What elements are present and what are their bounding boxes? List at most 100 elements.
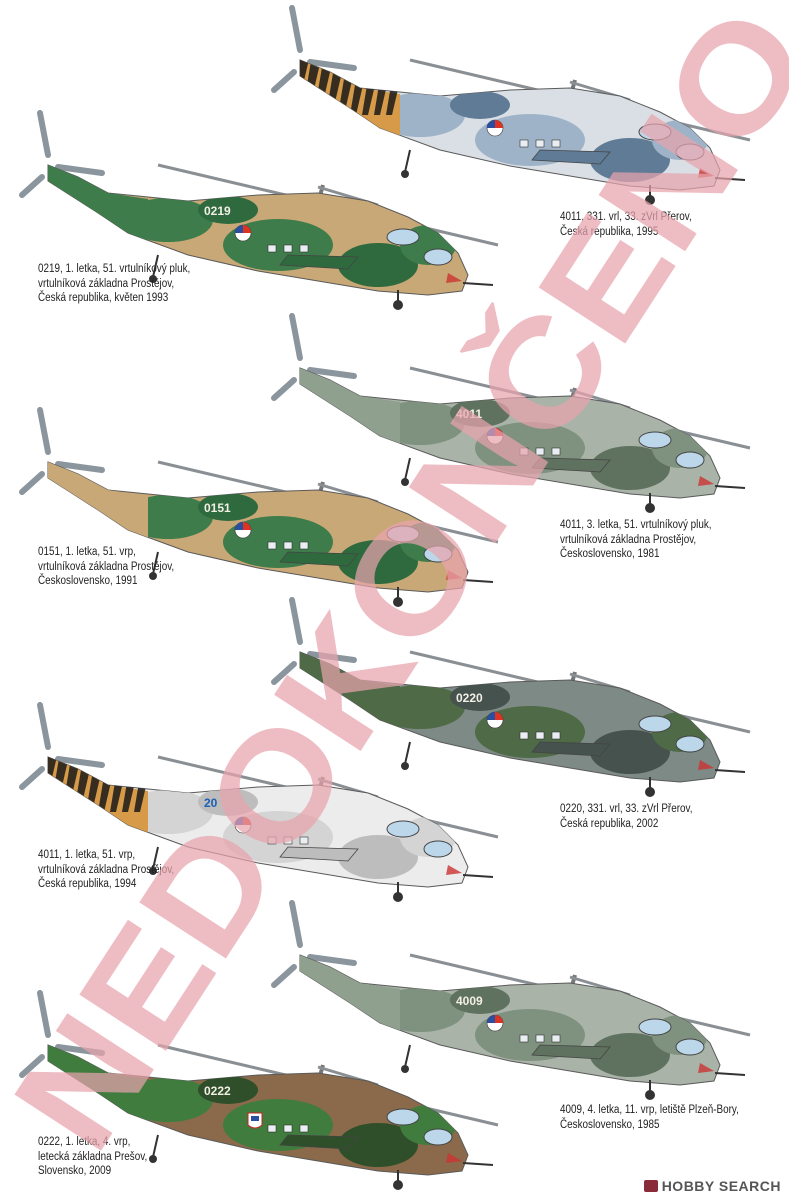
- stub-wing: [279, 1134, 359, 1150]
- nose-probe: [714, 769, 746, 773]
- wheel: [645, 503, 655, 513]
- tiger-stripe: [300, 60, 310, 115]
- profile-caption-4: 0151, 1. letka, 51. vrp, vrtulníková zák…: [38, 546, 175, 587]
- nose-probe: [462, 874, 494, 878]
- tail-rotor-blade: [289, 900, 303, 948]
- cabin-window: [299, 1124, 309, 1133]
- canopy: [638, 1018, 672, 1036]
- wheel: [401, 170, 409, 178]
- tail-rotor-blade: [307, 651, 357, 663]
- nose-art: [446, 273, 462, 283]
- aircraft-serial: 20: [204, 796, 218, 810]
- camo-patch: [450, 399, 510, 427]
- camo-patch: [590, 446, 670, 490]
- landing-gear: [404, 741, 411, 765]
- cabin-window: [283, 1124, 293, 1133]
- cabin-window: [519, 447, 529, 456]
- profile-caption-5: 0220, 331. vrl, 33. zVrl Přerov, Česká r…: [560, 803, 693, 830]
- tail-rotor-blade: [37, 407, 51, 455]
- helicopter-profile-8: 0222: [19, 990, 499, 1190]
- helicopter-profile-6: 20: [19, 702, 499, 902]
- national-insignia: [486, 427, 504, 445]
- cabin-window: [551, 139, 561, 148]
- wheel: [645, 1090, 655, 1100]
- camo-patch: [198, 788, 258, 816]
- cabin-window: [283, 541, 293, 550]
- tail-rotor-blade: [19, 471, 45, 495]
- wheel: [401, 478, 409, 486]
- tail-boom-paint: [48, 462, 148, 542]
- tail-rotor-blade: [307, 954, 357, 966]
- camo-patch: [450, 683, 510, 711]
- nose-art: [446, 570, 462, 580]
- nose-art: [698, 760, 714, 770]
- national-insignia: [234, 816, 252, 834]
- stub-wing: [531, 741, 611, 757]
- profile-caption-2: 0219, 1. letka, 51. vrtulníkový pluk, vr…: [38, 263, 191, 304]
- logo-text: HOBBY SEARCH: [661, 1178, 781, 1194]
- national-insignia: [234, 521, 252, 539]
- cabin-window: [519, 1034, 529, 1043]
- nose-art: [698, 1063, 714, 1073]
- stub-wing: [279, 846, 359, 862]
- tiger-stripe: [48, 757, 58, 812]
- cabin-window: [299, 541, 309, 550]
- cabin-window: [535, 447, 545, 456]
- tail-rotor-blade: [271, 661, 297, 685]
- wheel: [149, 572, 157, 580]
- camo-patch: [450, 91, 510, 119]
- helicopter-profile-4: 0151: [19, 407, 499, 607]
- canopy: [675, 143, 705, 161]
- cabin-window: [551, 1034, 561, 1043]
- cabin-window: [283, 244, 293, 253]
- canopy: [423, 1128, 453, 1146]
- cabin-window: [267, 244, 277, 253]
- tail-rotor-blade: [307, 59, 357, 71]
- stub-wing: [531, 1044, 611, 1060]
- wheel: [401, 762, 409, 770]
- aircraft-serial: 0151: [204, 501, 231, 515]
- wheel: [393, 892, 403, 902]
- canopy: [423, 545, 453, 563]
- cabin-window: [519, 139, 529, 148]
- tail-rotor-blade: [289, 5, 303, 53]
- camo-patch: [590, 1033, 670, 1077]
- landing-gear: [152, 551, 159, 575]
- nose-probe: [714, 485, 746, 489]
- helicopter-profile-5: 0220: [271, 597, 751, 797]
- wheel: [149, 1155, 157, 1163]
- tail-rotor-blade: [271, 69, 297, 93]
- aircraft-serial: 0220: [456, 691, 483, 705]
- canopy: [423, 840, 453, 858]
- camo-patch: [198, 196, 258, 224]
- camo-patch: [590, 138, 670, 182]
- nose-probe: [462, 282, 494, 286]
- cabin-window: [267, 541, 277, 550]
- tail-rotor-blade: [271, 964, 297, 988]
- landing-gear: [152, 254, 159, 278]
- nose-probe: [714, 177, 746, 181]
- profile-caption-1: 4011, 331. vrl, 33. zVrl Přerov, Česká r…: [560, 211, 692, 238]
- tail-rotor-blade: [55, 461, 105, 473]
- wheel: [149, 275, 157, 283]
- cabin-window: [267, 836, 277, 845]
- camo-patch: [198, 493, 258, 521]
- cabin-window: [535, 139, 545, 148]
- camo-patch: [338, 1123, 418, 1167]
- wheel: [393, 597, 403, 607]
- tail-rotor-blade: [37, 110, 51, 158]
- hobby-search-logo: HOBBY SEARCH: [643, 1178, 781, 1194]
- nose-probe: [462, 1162, 494, 1166]
- cabin-window: [551, 447, 561, 456]
- tail-rotor-blade: [289, 597, 303, 645]
- landing-gear: [404, 1044, 411, 1068]
- tail-rotor-blade: [289, 313, 303, 361]
- profile-caption-7: 4009, 4. letka, 11. vrp, letiště Plzeň-B…: [560, 1104, 739, 1131]
- national-insignia: [486, 1014, 504, 1032]
- nose-art: [698, 168, 714, 178]
- wheel: [393, 300, 403, 310]
- tail-rotor-blade: [55, 1044, 105, 1056]
- cabin-window: [299, 836, 309, 845]
- aircraft-serial: 4009: [456, 994, 483, 1008]
- wheel: [393, 1180, 403, 1190]
